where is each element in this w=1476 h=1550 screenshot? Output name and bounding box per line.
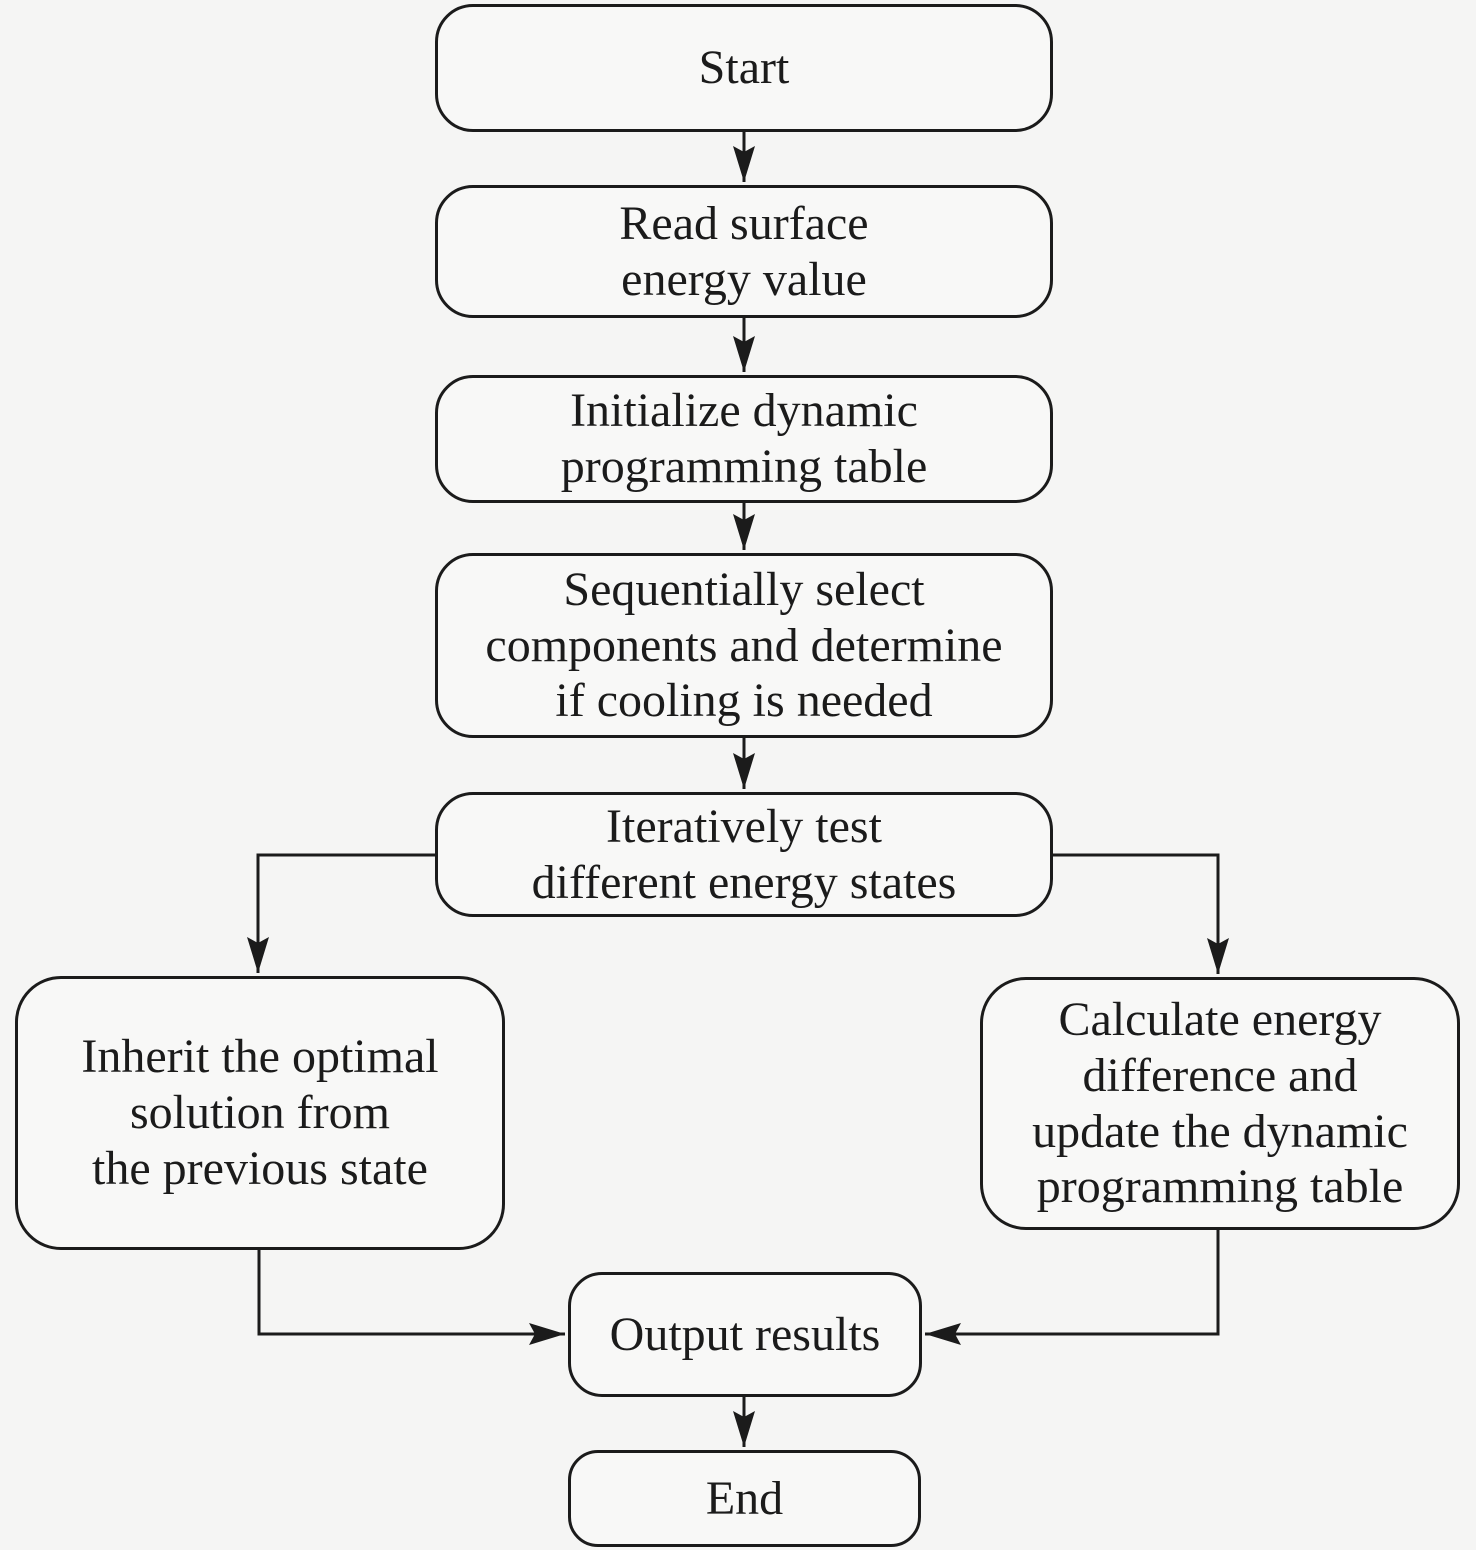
arrow-iterate-to-inherit (247, 853, 435, 973)
arrow-iterate-to-calculate (1053, 853, 1229, 974)
node-calculate-energy-difference: Calculate energy difference and update t… (980, 977, 1460, 1230)
node-end-label: End (705, 1471, 784, 1525)
node-calculate-energy-difference-label: Calculate energy difference and update t… (1032, 993, 1408, 1214)
node-iterate-energy-states: Iteratively test different energy states (435, 792, 1053, 917)
node-initialize-table-label: Initialize dynamic programming table (560, 384, 928, 493)
arrow-calculate-to-output (925, 1230, 1220, 1345)
node-start: Start (435, 4, 1053, 132)
node-output-results-label: Output results (609, 1307, 881, 1361)
node-output-results: Output results (568, 1272, 922, 1397)
arrow-inherit-to-output (257, 1250, 565, 1345)
node-read-surface-energy-label: Read surface energy value (619, 196, 869, 306)
node-select-components-label: Sequentially select components and deter… (485, 562, 1003, 728)
node-initialize-table: Initialize dynamic programming table (435, 375, 1053, 503)
node-iterate-energy-states-label: Iteratively test different energy states (531, 799, 957, 909)
node-read-surface-energy: Read surface energy value (435, 185, 1053, 318)
node-start-label: Start (698, 41, 790, 95)
node-select-components: Sequentially select components and deter… (435, 553, 1053, 738)
node-inherit-optimal-solution: Inherit the optimal solution from the pr… (15, 976, 505, 1250)
node-end: End (568, 1450, 921, 1547)
node-inherit-optimal-solution-label: Inherit the optimal solution from the pr… (81, 1030, 439, 1195)
